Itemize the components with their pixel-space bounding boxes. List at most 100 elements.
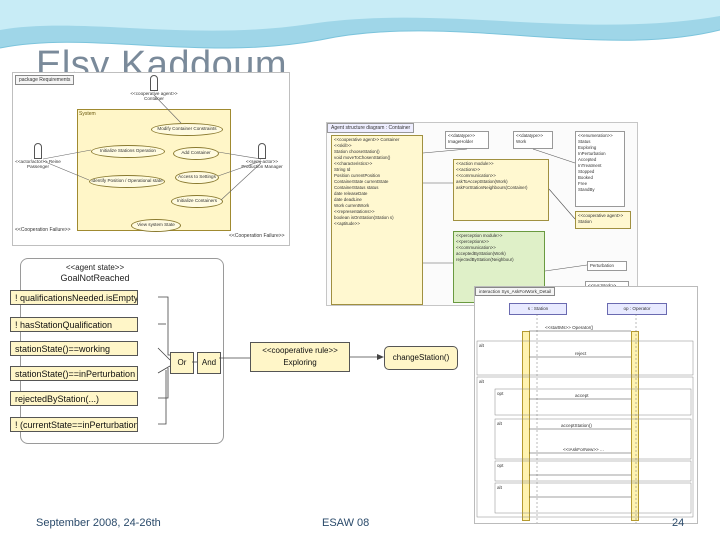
asd-line: InPerturbation xyxy=(578,151,606,156)
asd-line: <<characteristics>> xyxy=(334,161,373,166)
seq-lifeline: op : Operator xyxy=(607,303,667,315)
seq-message: reject xyxy=(575,351,587,356)
seq-fragment: alt xyxy=(497,485,502,490)
asd-line: date deadLine xyxy=(334,197,362,202)
asd-line: ContainerStatus status xyxy=(334,185,379,190)
asd-enum-status: <<enumeration>> Status Exploring InPertu… xyxy=(575,131,625,207)
asd-datatype: <<datatype>> ImageHolder xyxy=(445,131,489,149)
coop-rule-name: Exploring xyxy=(283,358,317,367)
asd-datatype: <<datatype>> Work xyxy=(513,131,553,149)
uc-case: Modify Container Constraints xyxy=(151,123,223,136)
asd-line: <<skill>> xyxy=(334,143,352,148)
asd-station-agent: <<cooperative agent>> Station xyxy=(575,211,631,229)
uc-label: <<Cooperation Failure>> xyxy=(15,227,71,233)
seq-message: acceptStation() xyxy=(561,423,592,428)
asd-line: InTreatment xyxy=(578,163,602,168)
uc-case: Initialize Stations Operation xyxy=(91,145,165,158)
seq-messages-lines xyxy=(476,314,694,523)
uc-actor: <<cooperative agent>> Container xyxy=(129,75,179,101)
asd-line: Accepted xyxy=(578,157,597,162)
action-change-station: changeStation() xyxy=(384,346,458,370)
seq-fragment: alt xyxy=(497,421,502,426)
goal-condition: ! hasStationQualification xyxy=(10,317,138,332)
uc-case: View system State xyxy=(131,219,181,232)
uc-label: <<Cooperation Failure>> xyxy=(229,233,285,239)
asd-line: ContainerState currentState xyxy=(334,179,389,184)
seq-fragment: opt xyxy=(497,391,504,396)
asd-line: Work currentWork xyxy=(334,203,370,208)
asd-line: Booked xyxy=(578,175,593,180)
sequence-diagram: interaction Sys_AskForWork_Detail s : St… xyxy=(474,286,698,524)
asd-line: Stopped xyxy=(578,169,595,174)
asd-line: Exploring xyxy=(578,145,597,150)
uc-case: Access to Settings xyxy=(175,171,219,184)
asd-line: <<perceptions>> xyxy=(456,239,489,244)
goal-condition: ! qualificationsNeeded.isEmpty() xyxy=(10,290,138,305)
asd-relations xyxy=(422,148,588,272)
goal-condition: rejectedByStation(...) xyxy=(10,391,138,406)
asd-line: askToAcceptStation(Work) xyxy=(456,179,508,184)
asd-line: acceptedByStation(Work) xyxy=(456,251,506,256)
seq-activation-bar xyxy=(631,331,639,521)
uc-case: Identify Position / Operational state xyxy=(89,175,165,188)
seq-activation-bar xyxy=(522,331,530,521)
asd-line: <<communication>> xyxy=(456,173,496,178)
or-gate: Or xyxy=(170,352,194,374)
coop-rule-stereotype: <<cooperative rule>> xyxy=(262,346,338,355)
uc-case: Add Container xyxy=(173,147,219,160)
asd-line: askForStationNeighbours(Container) xyxy=(456,185,528,190)
agent-structure-diagram: Agent structure diagram : Container <<co… xyxy=(326,122,638,306)
uc-associations xyxy=(42,94,262,201)
asd-line: StandBy xyxy=(578,187,595,192)
seq-lifeline: s : Station xyxy=(509,303,567,315)
seq-frame-label: interaction Sys_AskForWork_Detail xyxy=(475,287,556,296)
asd-line: <<perception module>> xyxy=(456,233,503,238)
asd-perturbation: Perturbation xyxy=(587,261,627,271)
asd-line: <<communication>> xyxy=(456,245,496,250)
uc-actor-label: <<semi-actor>> Production Manager xyxy=(241,159,283,169)
footer-event: ESAW 08 xyxy=(322,517,370,529)
asd-line: String Id xyxy=(334,167,351,172)
and-gate: And xyxy=(197,352,221,374)
goal-condition: stationState()==working xyxy=(10,341,138,356)
asd-line: Free xyxy=(578,181,588,186)
asd-line: Position currentPosition xyxy=(334,173,381,178)
uc-package-label: package Requirements xyxy=(15,75,75,85)
asd-line: <<enumeration>> Status xyxy=(578,133,613,144)
uc-actor: <<semi-actor>> Production Manager xyxy=(237,143,287,169)
asd-line: <<representations>> xyxy=(334,209,375,214)
header-wave xyxy=(0,0,720,49)
asd-line: <<actions>> xyxy=(456,167,481,172)
goal-stereotype: <<agent state>> xyxy=(65,263,125,272)
goal-condition: stationState()==inPerturbation xyxy=(10,366,138,381)
asd-line: <<cooperative agent>> Container xyxy=(334,137,400,142)
uc-actor-label: <<actor/actor>> Reine Passenger xyxy=(15,159,61,169)
asd-container-agent: <<cooperative agent>> Container <<skill>… xyxy=(331,135,423,305)
seq-fragment: opt xyxy=(497,463,504,468)
seq-fragment: alt xyxy=(479,343,484,348)
asd-line: <<aptitude>> xyxy=(334,221,360,226)
asd-line: rejectedByStation(Neighbour) xyxy=(456,257,514,262)
cooperative-rule: <<cooperative rule>> Exploring xyxy=(250,342,350,372)
use-case-diagram: package Requirements System Modify Conta… xyxy=(12,72,290,246)
footer-date: September 2008, 24-26th xyxy=(36,517,161,529)
asd-line: date releaseDate xyxy=(334,191,368,196)
asd-line: boolean isOnStation(Station s) xyxy=(334,215,394,220)
asd-header: Agent structure diagram : Container xyxy=(327,123,415,133)
uc-actor: <<actor/actor>> Reine Passenger xyxy=(13,143,63,169)
uc-system-label: System xyxy=(79,111,96,117)
goal-condition: ! (currentState==inPerturbation) xyxy=(10,417,138,432)
asd-line: <<action module>> xyxy=(456,161,494,166)
uc-case: Initialize Containers xyxy=(171,195,223,208)
asd-action-module: <<action module>> <<actions>> <<communic… xyxy=(453,159,549,221)
seq-message: <<startMs>> Operator() xyxy=(545,325,594,330)
uc-actor-label: <<cooperative agent>> Container xyxy=(130,91,178,101)
seq-message: <<IAskForNew>> ... xyxy=(563,447,604,452)
asd-line: void moveToChosenStation() xyxy=(334,155,391,160)
asd-line: Station chooseStation() xyxy=(334,149,380,154)
page-number: 24 xyxy=(672,517,685,529)
seq-message: accept xyxy=(575,393,589,398)
seq-fragment: alt xyxy=(479,379,484,384)
goal-name: GoalNotReached xyxy=(60,273,130,283)
